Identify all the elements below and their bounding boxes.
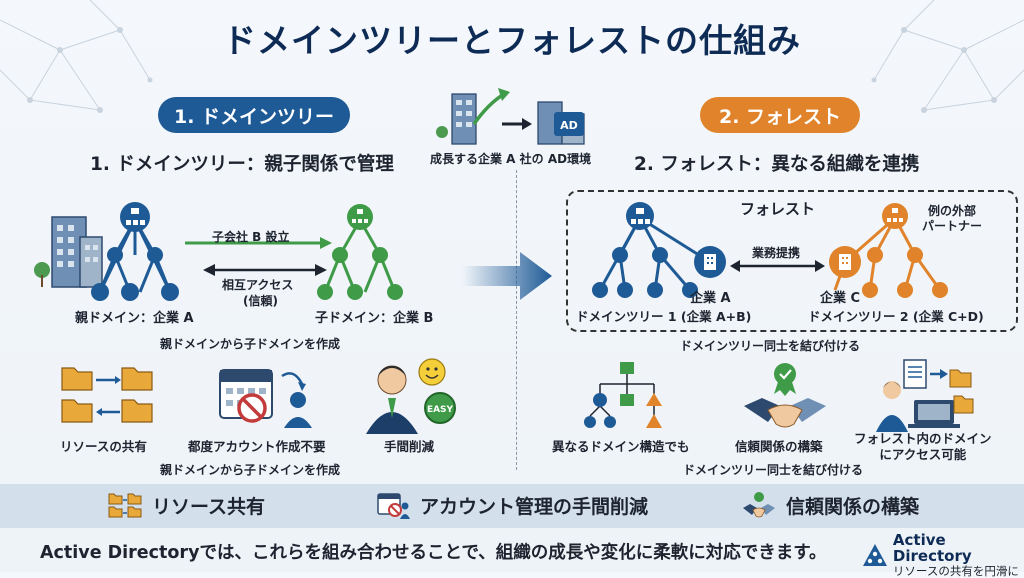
logo-subtitle: リソースの共有を円滑に xyxy=(892,564,1019,578)
icon-label-build-trust: 信頼関係の構築 xyxy=(735,439,823,454)
easy-badge-text: EASY xyxy=(427,405,454,415)
active-directory-icon xyxy=(863,544,887,566)
ad-badge-text: AD xyxy=(560,119,578,132)
arrow-label-trust: (信頼) xyxy=(243,294,278,308)
folder-sync-icon xyxy=(108,493,142,518)
right-bottom-caption: ドメインツリー同士を結び付ける xyxy=(683,463,864,477)
hierarchy-shapes-icon xyxy=(584,362,662,428)
forest-heading: 2. フォレスト：異なる組織を連携 xyxy=(634,154,920,175)
growing-company-icon: AD xyxy=(436,88,585,145)
left-bottom-caption: 親ドメインから子ドメインを作成 xyxy=(160,463,341,477)
benefit-account-management: アカウント管理の手間削減 xyxy=(376,491,648,519)
right-caption: ドメインツリー同士を結び付ける xyxy=(680,339,861,353)
icon-label-no-account: 都度アカウント作成不要 xyxy=(188,439,326,454)
forest-label: フォレスト xyxy=(740,200,816,218)
benefit-label: アカウント管理の手間削減 xyxy=(420,495,649,518)
arrow-label-new-subsidiary: 子会社 B 設立 xyxy=(212,230,290,244)
forest-pill: 2. フォレスト xyxy=(700,97,860,133)
icon-label-resource-share: リソースの共有 xyxy=(60,439,147,454)
handshake-icon xyxy=(743,492,775,518)
footer-summary: Active Directoryでは、これらを組み合わせることで、組織の成長や変… xyxy=(40,543,827,563)
transition-arrow xyxy=(462,252,552,300)
domain-tree-pill: 1. ドメインツリー xyxy=(158,97,350,133)
calendar-no-icon xyxy=(219,369,312,428)
domain-tree-heading: 1. ドメインツリー：親子関係で管理 xyxy=(90,154,394,175)
child-domain-label: 子ドメイン：企業 B xyxy=(315,311,434,326)
divider xyxy=(516,170,517,470)
benefit-label: リソース共有 xyxy=(152,495,266,518)
domain-tree-diagram xyxy=(34,202,403,301)
network-decoration-right xyxy=(871,0,1024,113)
left-caption: 親ドメインから子ドメインを作成 xyxy=(160,337,341,351)
business-alliance-label: 業務提携 xyxy=(752,246,801,260)
icon-label-different-structure: 異なるドメイン構造でも xyxy=(552,439,690,454)
building-icon xyxy=(34,216,103,288)
icon-label-access-forest: フォレスト内のドメイン にアクセス可能 xyxy=(854,431,992,462)
benefit-label: 信頼関係の構築 xyxy=(786,495,920,518)
domain-tree-2-label: ドメインツリー 2 (企業 C+D) xyxy=(808,309,984,324)
easy-person-icon: EASY xyxy=(366,358,456,434)
benefits-band xyxy=(0,484,1024,528)
access-person-icon xyxy=(876,359,974,432)
network-decoration-left xyxy=(0,0,153,113)
arrow-label-mutual-access: 相互アクセス xyxy=(222,278,294,292)
icon-label-less-effort: 手間削減 xyxy=(384,439,435,454)
logo-name: Active Directory xyxy=(892,531,972,565)
partner-note: 例の外部 パートナー xyxy=(922,204,983,233)
company-a-label: 企業 A xyxy=(690,291,731,306)
folder-sync-icon xyxy=(61,367,153,423)
benefit-trust: 信頼関係の構築 xyxy=(742,491,919,519)
company-c-label: 企業 C xyxy=(820,291,861,306)
domain-tree-1-label: ドメインツリー 1 (企業 A+B) xyxy=(576,309,752,324)
active-directory-logo: Active Directory リソースの共有を円滑に xyxy=(862,532,1024,578)
parent-domain-label: 親ドメイン：企業 A xyxy=(75,311,194,326)
page-title: ドメインツリーとフォレストの仕組み xyxy=(223,21,801,60)
benefit-resource-share: リソース共有 xyxy=(108,491,265,519)
center-caption: 成長する企業 A 社の AD環境 xyxy=(430,152,592,166)
handshake-icon xyxy=(744,363,826,428)
calendar-no-icon xyxy=(377,493,410,519)
forest-boundary xyxy=(566,190,1018,332)
forest-diagram xyxy=(592,202,948,298)
